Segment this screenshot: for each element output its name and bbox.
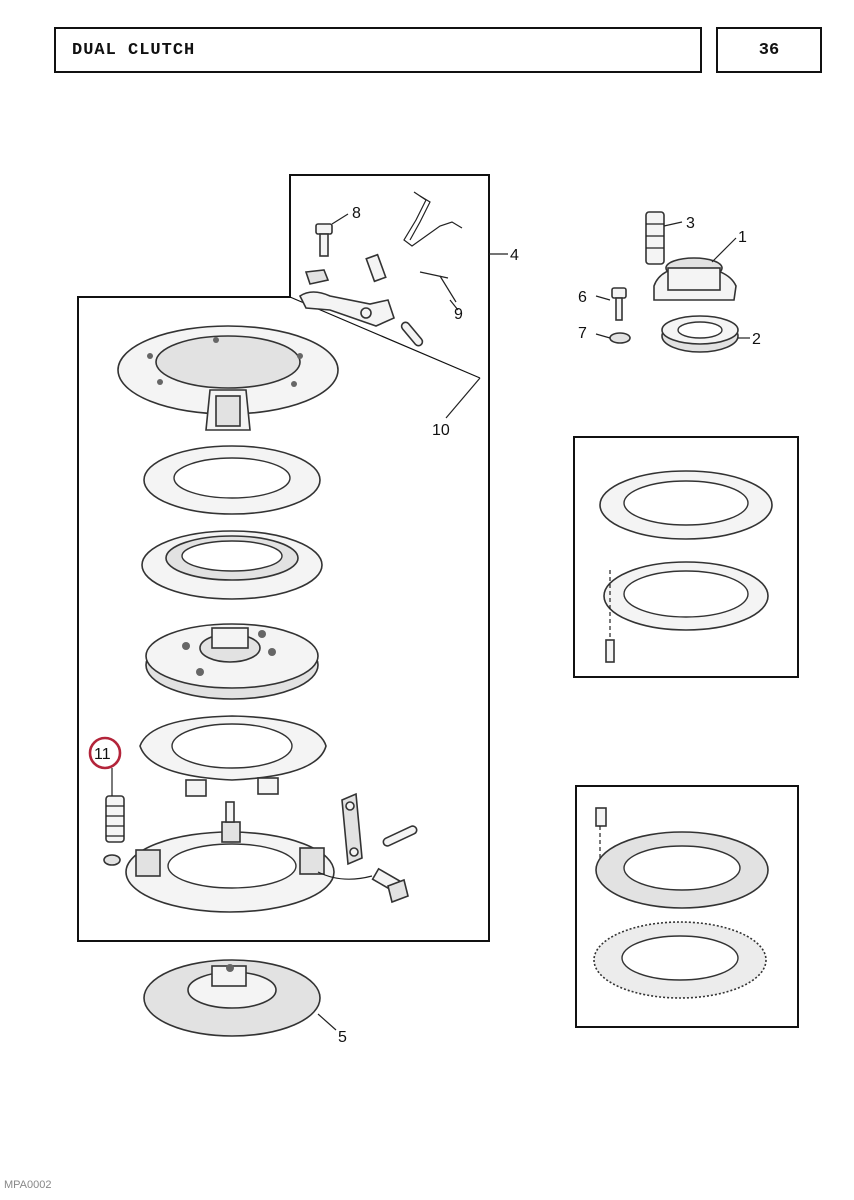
- release-lever-part: [341, 792, 363, 866]
- bolt-part-8: [315, 223, 333, 257]
- friction-ring-upper: [143, 445, 321, 515]
- spring-part-3: [645, 211, 665, 265]
- subassembly-divider: [289, 296, 481, 379]
- callout-5: 5: [338, 1029, 347, 1046]
- hex-bolt-lower: [371, 867, 409, 904]
- leader-1: [711, 237, 737, 263]
- callout-8: 8: [352, 205, 361, 222]
- leader-6: [595, 295, 611, 301]
- intermediate-plate: [141, 530, 323, 600]
- bearing-part-2: [661, 315, 739, 353]
- link-pin-part: [400, 321, 424, 347]
- page-number-box: 36: [716, 27, 822, 73]
- pin-part: [365, 253, 387, 283]
- inset-bottom-lining-lower: [593, 921, 767, 999]
- spring-clip-part: [403, 191, 463, 247]
- callout-10: 10: [432, 422, 450, 439]
- washer-part-7: [609, 332, 631, 344]
- cotter-pin-part-9: [419, 271, 457, 303]
- document-code: MPA0002: [4, 1179, 52, 1191]
- inset-top-ring-upper: [599, 470, 773, 540]
- nut-part: [304, 269, 330, 285]
- callout-9: 9: [454, 306, 463, 323]
- bearing-housing-part-1: [653, 257, 737, 301]
- inset-top-rivet: [605, 570, 615, 663]
- inset-frame-bottom: [575, 785, 799, 1028]
- leader-3: [663, 221, 683, 227]
- leader-9: [449, 299, 459, 311]
- release-lever-plate: [125, 801, 335, 913]
- pressure-plate-lower: [139, 715, 327, 797]
- callout-7: 7: [578, 325, 587, 342]
- page-number: 36: [758, 41, 780, 60]
- title-box: DUAL CLUTCH: [54, 27, 702, 73]
- cotter-pin-lower: [382, 825, 418, 847]
- pressure-plate-cover: [117, 325, 339, 431]
- leader-5: [317, 1013, 337, 1031]
- inset-top-ring-lower: [603, 561, 769, 631]
- callout-11: 11: [94, 746, 111, 763]
- bolt-part-6: [611, 287, 627, 321]
- callout-1: 1: [738, 229, 747, 246]
- inset-bottom-lining-upper: [595, 831, 769, 909]
- leader-8: [331, 213, 349, 225]
- bolt-lead: [317, 871, 373, 880]
- highlight-circle-11: [88, 736, 122, 770]
- callout-2: 2: [752, 331, 761, 348]
- leader-10: [445, 377, 481, 419]
- lever-arm-part: [298, 291, 395, 327]
- callout-6: 6: [578, 289, 587, 306]
- clutch-disc-inner: [145, 623, 319, 700]
- inset-frame-top: [573, 436, 799, 678]
- clutch-disc-part-5: [143, 959, 321, 1037]
- leader-7: [595, 333, 611, 339]
- callout-3: 3: [686, 215, 695, 232]
- spring-part-11: [103, 795, 125, 866]
- callout-4: 4: [510, 247, 519, 264]
- page-title: DUAL CLUTCH: [72, 41, 196, 60]
